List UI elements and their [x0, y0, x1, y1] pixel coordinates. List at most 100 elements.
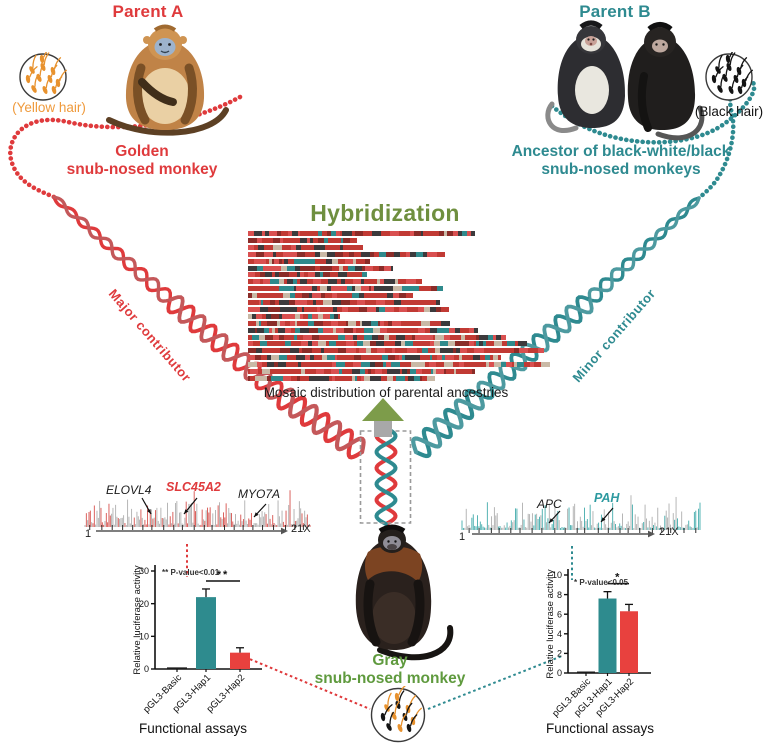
parent-a-monkey-image: [106, 24, 229, 136]
mosaic-row: [248, 306, 449, 312]
gray-monkey-image: [355, 524, 454, 661]
offspring-species: Gray snub-nosed monkey: [290, 652, 490, 687]
monkey-muzzle: [387, 544, 397, 550]
yellow-hair-label: (Yellow hair): [12, 100, 86, 115]
left-scan-axis-start: 1: [85, 528, 92, 540]
mosaic-row: [248, 293, 413, 299]
monkey-crest: [153, 24, 177, 32]
monkey-arm: [133, 63, 150, 125]
mosaic-row: [248, 265, 393, 271]
mixed-hair-icon: [370, 686, 426, 743]
parent-b-monkeys-image: [545, 20, 705, 141]
mosaic-caption: Mosaic distribution of parental ancestri…: [263, 385, 509, 400]
gene-label-apc: APC: [537, 497, 562, 511]
mosaic-row: [248, 334, 506, 340]
bar-pGL3-Hap1: [598, 598, 617, 673]
y-tick-label: 0: [557, 668, 562, 678]
gene-label-slc45a2: SLC45A2: [166, 480, 221, 494]
genome-scan-plot: [84, 490, 311, 530]
mosaic-row: [248, 244, 363, 250]
dna-helix-strand: [276, 392, 365, 460]
scan-axis-arrowhead: [281, 527, 288, 535]
monkey-tail: [106, 107, 229, 136]
functional-assays-label-left: Functional assays: [138, 721, 248, 736]
dna-helix-strand: [411, 392, 485, 455]
right-scan-axis-start: 1: [459, 531, 466, 543]
y-tick-label: 2: [557, 649, 562, 659]
monkey-arm: [407, 579, 425, 647]
mosaic-row: [248, 272, 367, 278]
monkey-arm: [363, 579, 381, 647]
dna-helix-strand: [374, 426, 398, 526]
parent-a-species-line1: Golden: [115, 143, 169, 160]
monkey-face: [652, 39, 668, 53]
black-hair-label: (Black hair): [694, 104, 764, 119]
y-tick-label: 10: [552, 570, 562, 580]
monkey-face: [154, 38, 176, 56]
bar-pGL3-Hap1: [196, 597, 216, 669]
y-tick-label: 4: [557, 629, 562, 639]
mosaic-row: [248, 279, 422, 285]
ancestry-mosaic: [248, 231, 563, 383]
right-scan-axis-end: 21X: [659, 526, 679, 538]
monkey-belly: [372, 592, 416, 644]
mosaic-row: [248, 341, 527, 347]
bar-pGL3-Hap2: [620, 611, 638, 673]
monkey-crest: [579, 20, 603, 30]
mosaic-row: [248, 362, 550, 368]
monkey-crest: [378, 524, 406, 534]
dotted-connector: [427, 655, 563, 710]
bar-pGL3-Basic: [577, 671, 595, 673]
significance-stars: *: [615, 572, 621, 584]
gene-label-pah: PAH: [594, 491, 620, 505]
bar-pGL3-Hap2: [230, 652, 250, 669]
monkey-crest: [647, 22, 673, 32]
yellow-hair-icon: [19, 52, 68, 101]
mosaic-row: [248, 375, 435, 381]
monkey-tail: [377, 625, 454, 661]
monkey-tail: [545, 101, 579, 133]
mosaic-row: [248, 258, 370, 264]
left-scan-axis-end: 21X: [291, 523, 311, 535]
mosaic-row: [248, 327, 478, 333]
parent-b-title: Parent B: [579, 2, 651, 21]
y-tick-label: 8: [557, 590, 562, 600]
pvalue-annotation: ** P-value<0.01: [162, 568, 220, 577]
monkey-tail: [655, 105, 705, 141]
parent-b-species-line2: snub-nosed monkeys: [541, 160, 701, 178]
dna-bead-chain: [8, 94, 243, 200]
mosaic-row: [248, 251, 445, 257]
monkey-arm: [180, 63, 197, 125]
genome-scan-plot: [461, 495, 701, 533]
hybridization-title: Hybridization: [310, 200, 460, 226]
monkey-face: [585, 36, 597, 46]
monkey-shoulders: [365, 546, 423, 582]
y-tick-label: 6: [557, 609, 562, 619]
y-axis-label: Relative luciferase activity: [132, 565, 143, 675]
mosaic-row: [248, 300, 440, 305]
y-tick-label: 0: [144, 664, 149, 674]
black-hair-icon: [705, 52, 754, 101]
mosaic-row: [248, 313, 340, 319]
mosaic-row: [248, 355, 501, 361]
parent-a-title: Parent A: [112, 2, 184, 21]
gene-label-elovl4: ELOVL4: [106, 483, 152, 497]
y-tick-label: 10: [139, 632, 149, 642]
y-tick-label: 20: [139, 599, 149, 609]
mosaic-row: [248, 231, 475, 236]
parent-a-species-line2: snub-nosed monkey: [66, 160, 218, 178]
significance-stars: **: [217, 569, 230, 581]
dna-helix-strand: [277, 387, 366, 455]
offspring-species-line2: snub-nosed monkey: [314, 669, 466, 687]
mosaic-row: [248, 348, 544, 354]
y-tick-label: 30: [139, 566, 149, 576]
dna-helix-strand: [476, 298, 594, 397]
pvalue-annotation: * P-value<0.05: [574, 578, 629, 587]
monkey-chest: [575, 66, 609, 114]
mosaic-row: [248, 237, 357, 243]
y-axis-label: Relative luciferase activity: [545, 569, 556, 679]
up-arrow-stem: [374, 418, 392, 437]
